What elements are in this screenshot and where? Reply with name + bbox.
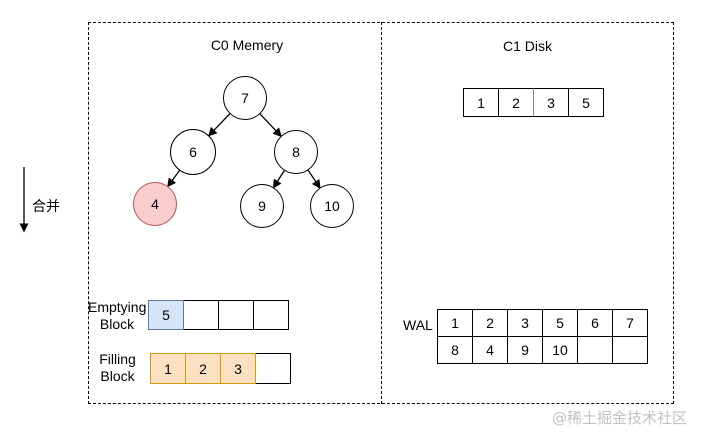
tree-node-7: 7 xyxy=(223,76,267,120)
tree-node-6: 6 xyxy=(170,129,216,175)
tree-node-value: 9 xyxy=(258,198,266,214)
c0-c1-divider xyxy=(381,22,382,404)
array-cell: 2 xyxy=(185,353,221,384)
tree-node-4-highlighted: 4 xyxy=(133,182,177,226)
wal-row-2: 8 4 9 10 xyxy=(437,336,648,364)
filling-block-array: 1 2 3 xyxy=(150,353,291,384)
emptying-block-array: 5 xyxy=(148,300,289,330)
tree-node-value: 8 xyxy=(292,144,300,160)
tree-node-value: 7 xyxy=(241,90,249,106)
watermark: @稀土掘金技术社区 xyxy=(552,409,688,427)
wal-cell xyxy=(577,336,613,364)
emptying-block-label: Emptying Block xyxy=(88,299,147,332)
filling-block-label: Filling Block xyxy=(99,351,136,384)
wal-cell: 5 xyxy=(542,309,578,337)
c0-memory-title: C0 Memery xyxy=(210,37,284,53)
array-cell: 3 xyxy=(533,88,569,117)
wal-cell: 6 xyxy=(577,309,613,337)
merge-label: 合并 xyxy=(32,198,60,214)
tree-node-value: 4 xyxy=(151,196,159,212)
wal-cell: 3 xyxy=(507,309,543,337)
tree-node-value: 10 xyxy=(324,198,340,214)
tree-node-10: 10 xyxy=(310,184,354,228)
c1-sorted-run: 1 2 3 5 xyxy=(463,88,604,117)
wal-cell: 2 xyxy=(472,309,508,337)
wal-cell: 7 xyxy=(612,309,648,337)
wal-cell: 9 xyxy=(507,336,543,364)
wal-cell: 8 xyxy=(437,336,473,364)
wal-cell: 4 xyxy=(472,336,508,364)
wal-cell: 10 xyxy=(542,336,578,364)
array-cell: 2 xyxy=(498,88,534,117)
array-cell: 1 xyxy=(150,353,186,384)
array-cell: 5 xyxy=(568,88,604,117)
array-cell: 5 xyxy=(148,300,184,330)
wal-cell: 1 xyxy=(437,309,473,337)
wal-row-1: 1 2 3 5 6 7 xyxy=(437,309,648,337)
array-cell xyxy=(253,300,289,330)
array-cell xyxy=(255,353,291,384)
wal-label: WAL xyxy=(403,317,433,333)
tree-node-value: 6 xyxy=(189,144,197,160)
array-cell xyxy=(218,300,254,330)
array-cell: 3 xyxy=(220,353,256,384)
wal-table: 1 2 3 5 6 7 8 4 9 10 xyxy=(437,309,648,364)
wal-cell xyxy=(612,336,648,364)
array-cell xyxy=(183,300,219,330)
array-cell: 1 xyxy=(463,88,499,117)
tree-node-9: 9 xyxy=(240,184,284,228)
tree-node-8: 8 xyxy=(274,130,318,174)
c1-disk-title: C1 Disk xyxy=(502,38,552,54)
